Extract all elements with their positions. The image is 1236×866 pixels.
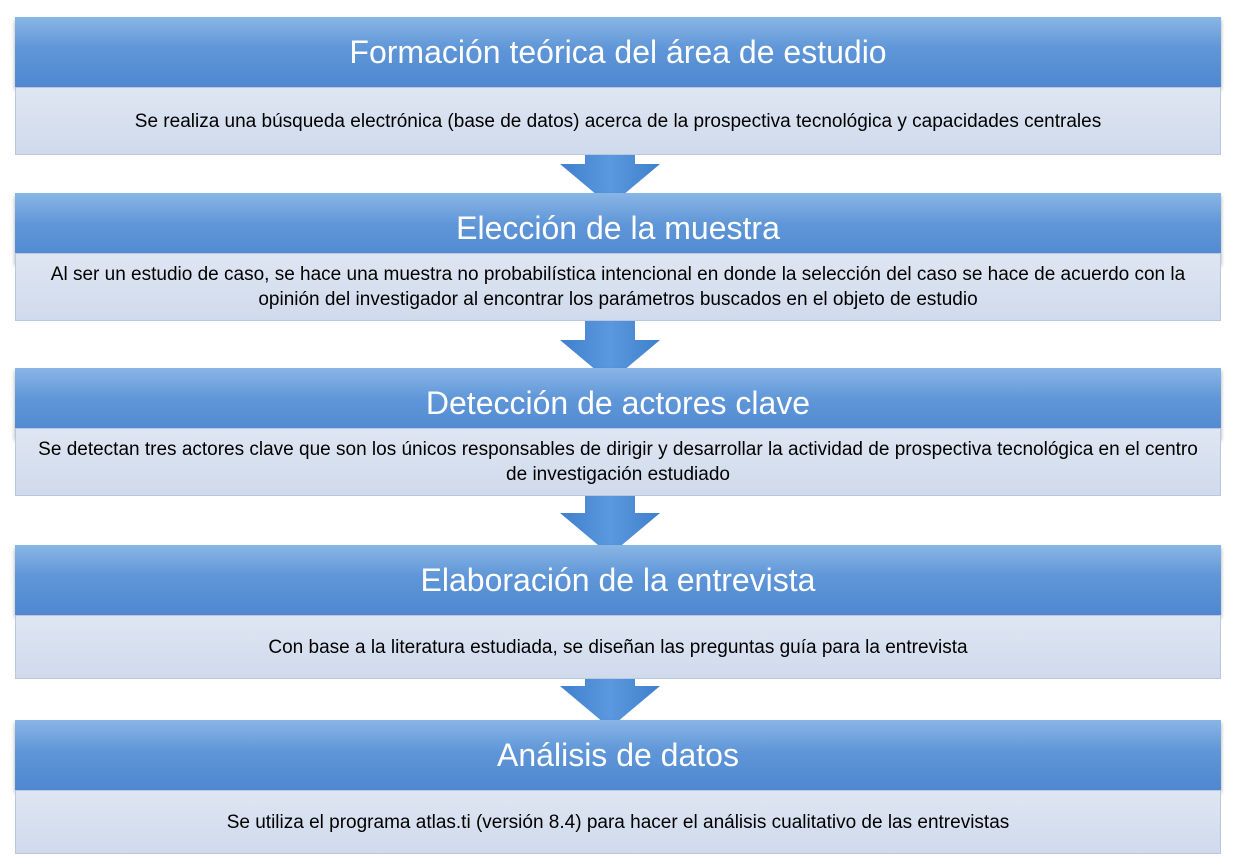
step-description: Se realiza una búsqueda electrónica (bas…: [15, 87, 1221, 155]
step-description: Al ser un estudio de caso, se hace una m…: [15, 253, 1221, 321]
down-arrow-2: [560, 310, 660, 382]
arrow-down-icon: [560, 483, 660, 555]
step-title: Detección de actores clave: [15, 368, 1221, 438]
step-title: Elaboración de la entrevista: [15, 545, 1221, 615]
step-title: Elección de la muestra: [15, 193, 1221, 263]
arrow-down-icon: [560, 310, 660, 382]
step-description: Se detectan tres actores clave que son l…: [15, 428, 1221, 496]
step-title: Análisis de datos: [15, 720, 1221, 790]
step-description: Se utiliza el programa atlas.ti (versión…: [15, 790, 1221, 854]
step-description: Con base a la literatura estudiada, se d…: [15, 615, 1221, 679]
down-arrow-3: [560, 483, 660, 555]
step-title: Formación teórica del área de estudio: [15, 17, 1221, 87]
